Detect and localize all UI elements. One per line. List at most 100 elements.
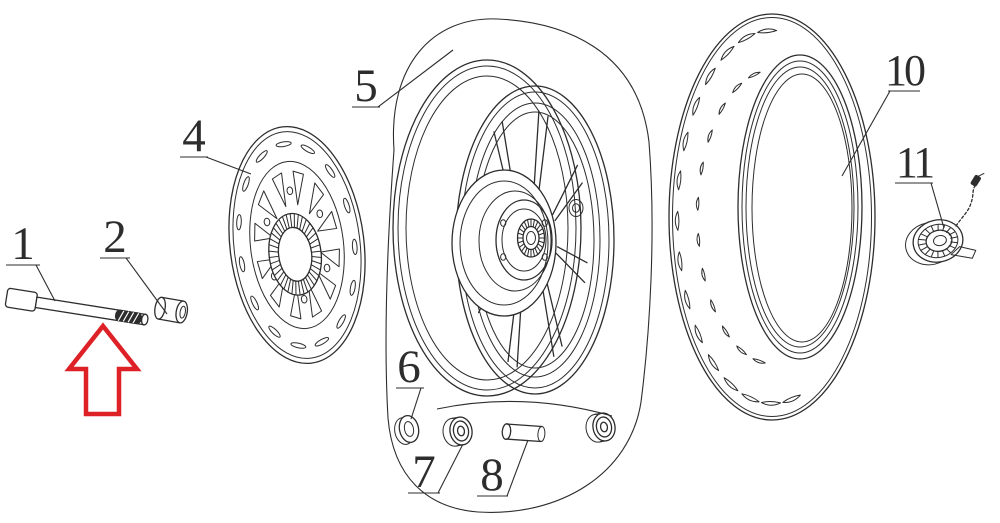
axle-thread: [114, 309, 142, 325]
hub-bolt: [541, 219, 548, 227]
spline-tick: [279, 274, 287, 286]
spoke-line: [537, 115, 549, 200]
leader-line-8: [506, 439, 529, 497]
bearing-face: [449, 416, 473, 446]
spoke-line: [554, 182, 583, 222]
spline-tick: [527, 248, 530, 257]
disc-slot: [242, 176, 250, 192]
tread-leaf: [696, 232, 701, 247]
bearing-race: [595, 416, 613, 438]
part-label-7: 7: [412, 446, 436, 498]
spline-tick: [269, 238, 280, 245]
axle-thread-hatch: [117, 310, 140, 324]
spline-tick: [301, 218, 307, 232]
disc-spline-hatch: [268, 213, 322, 296]
bearing-inner-race: [456, 425, 466, 437]
tread-leaf: [747, 71, 761, 79]
spline-tick: [518, 228, 525, 233]
spline-tick: [268, 244, 280, 249]
tread-leaf: [707, 129, 713, 143]
part-label-1: 1: [11, 218, 35, 270]
valve-hole: [568, 199, 584, 217]
spoke-line: [556, 246, 588, 264]
rear-rim-outer: [392, 59, 582, 397]
tire-sidewall-3: [745, 66, 855, 348]
spacer-bottom: [505, 438, 542, 443]
brake-disc: [228, 125, 366, 365]
spline-tick: [268, 255, 280, 258]
speedo-tick: [937, 251, 939, 259]
spline-tick: [283, 276, 289, 290]
spline-tick: [296, 214, 299, 229]
tread-leaf: [718, 102, 726, 115]
nut-front-face: [175, 300, 189, 324]
spline-tick: [536, 245, 541, 252]
spline-tick: [518, 243, 525, 248]
front-wheel: [392, 59, 615, 397]
spline-tick: [311, 260, 322, 265]
disc-slot: [290, 342, 307, 349]
spline-tick: [268, 250, 279, 253]
tire-outer-profile: [668, 13, 876, 421]
leader-line-2: [125, 257, 168, 315]
disc-wedge: [316, 270, 337, 300]
wheel-rear-rim: [392, 59, 582, 397]
spline-tick: [272, 227, 282, 238]
speedo-tick: [920, 246, 928, 251]
disc-bolt-hole: [316, 209, 324, 219]
axle: [4, 287, 149, 326]
speedo-tick: [930, 250, 935, 258]
spline-tick: [306, 274, 315, 286]
tread-leaf: [721, 325, 730, 338]
hub-drum-mid: [459, 180, 549, 306]
speedo-tick: [941, 250, 946, 257]
leader-line-11: [930, 182, 945, 229]
wheel-hub: [451, 169, 557, 317]
spoke-line: [544, 273, 563, 347]
spline-tick: [281, 216, 288, 230]
tire-sidewall-1: [737, 54, 863, 360]
spline-tick: [287, 278, 292, 293]
spline-tick: [307, 232, 317, 241]
disc-slot: [349, 279, 356, 296]
tire-tread-pattern: [674, 28, 801, 406]
disc-band-boundary: [249, 160, 345, 330]
tread-leaf: [710, 299, 716, 313]
spline-tick: [297, 280, 301, 296]
washer-hole: [403, 421, 415, 437]
disc-wedge: [257, 190, 278, 220]
rear-rim-mid: [397, 65, 577, 391]
part-label-10: 10: [885, 46, 925, 95]
hub-face-outer: [495, 199, 553, 281]
speedo-tick: [920, 233, 928, 238]
bearing-face: [592, 412, 616, 442]
speedo-tick: [924, 249, 931, 256]
bearing-left: [442, 416, 473, 447]
tread-leaf: [682, 131, 689, 152]
axle-tip: [140, 313, 149, 326]
spline-tick: [291, 279, 294, 295]
speedo-cable: [955, 185, 976, 227]
part-label-5: 5: [354, 60, 378, 112]
leader-line-7: [437, 443, 464, 494]
spline-tick: [538, 240, 545, 244]
speedo-tick: [924, 228, 931, 234]
washer: [394, 414, 420, 445]
tread-leaf: [701, 267, 706, 282]
speedo-inner-ring: [925, 229, 953, 253]
disc-wedge: [317, 210, 338, 232]
nut-top: [161, 296, 185, 302]
spline-tick: [538, 232, 545, 236]
spacer-right-face: [537, 426, 546, 442]
part-label-4: 4: [182, 110, 206, 162]
spline-tick: [269, 259, 280, 265]
leader-line-1: [35, 264, 56, 302]
spline-tick: [536, 224, 541, 231]
disc-slot: [255, 150, 268, 163]
spline-tick: [289, 213, 293, 228]
spline-tick: [532, 219, 535, 228]
disc-slot: [268, 325, 281, 338]
spline-tick: [305, 276, 312, 290]
spline-tick: [521, 245, 526, 252]
leader-line-6: [410, 387, 422, 420]
